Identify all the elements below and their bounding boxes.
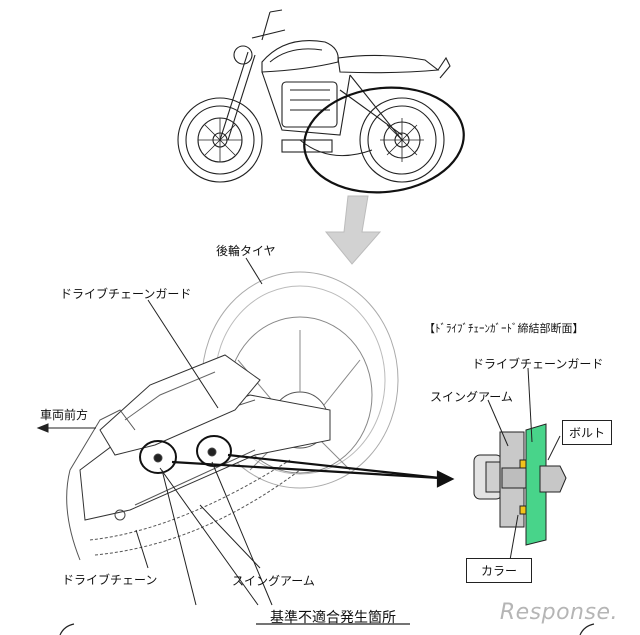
bottom-bracket: [59, 623, 595, 635]
bolt-highlight-1: [139, 440, 177, 474]
label-drive-chain: ドライブチェーン: [62, 573, 158, 587]
highlight-ellipse: [303, 86, 465, 194]
label-noncompliance-location: 基準不適合発生箇所: [270, 610, 396, 626]
pointer-to-section: [171, 453, 455, 488]
motorcycle-illustration: [177, 9, 451, 183]
section-label-bolt: ボルト: [562, 420, 613, 445]
label-rear-tire: 後輪タイヤ: [216, 244, 276, 258]
section-diagram: [473, 423, 567, 546]
leader-lines: [135, 257, 273, 606]
label-swing-arm: スイングアーム: [232, 574, 315, 588]
section-label-chain-guard: ドライブチェーンガード: [472, 357, 604, 371]
vehicle-front-arrow: [36, 423, 96, 433]
label-vehicle-front: 車両前方: [40, 408, 89, 422]
label-chain-guard: ドライブチェーンガード: [60, 287, 192, 301]
watermark-logo: Response.: [499, 600, 618, 625]
down-arrow: [324, 195, 382, 265]
zoomed-rear-section: [66, 271, 399, 561]
section-label-collar: カラー: [466, 558, 533, 583]
section-leader-lines: [487, 367, 561, 561]
section-label-swing-arm: スイングアーム: [430, 390, 513, 404]
section-title: 【ﾄﾞﾗｲﾌﾞﾁｪｰﾝｶﾞｰﾄﾞ締結部断面】: [424, 322, 584, 335]
